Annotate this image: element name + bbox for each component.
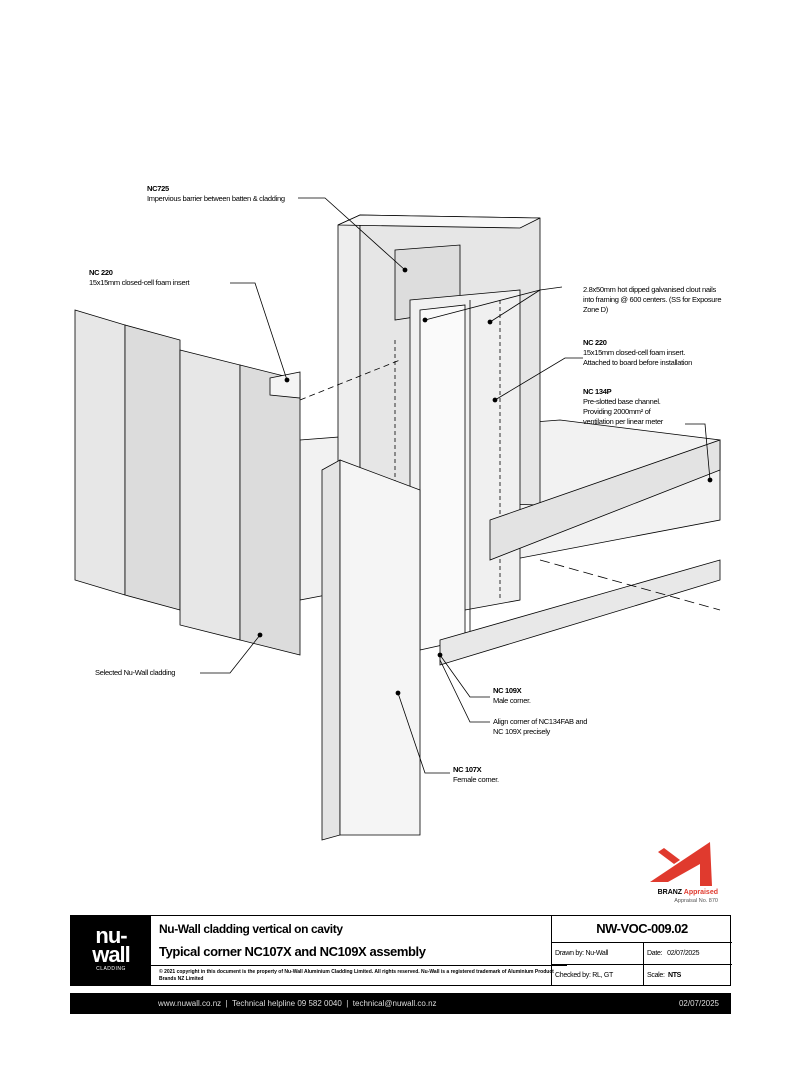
callout-align-corner: Align corner of NC134FAB and NC 109X pre…: [493, 717, 588, 736]
callout-cladding: Selected Nu-Wall cladding: [95, 668, 176, 677]
branz-mark-icon: [650, 842, 712, 886]
nu-wall-logo: nu-wall CLADDING: [71, 916, 151, 985]
branz-appraised-logo: BRANZ Appraised Appraisal No. 870: [640, 840, 730, 910]
date-field: Date: 02/07/2025: [647, 950, 700, 957]
drawing-number: NW-VOC-009.02: [552, 916, 732, 943]
callout-clout-nails: 2.8x50mm hot dipped galvanised clout nai…: [583, 285, 722, 314]
title-block: nu-wall CLADDING Nu-Wall cladding vertic…: [70, 915, 732, 986]
drawing-subtitle: Typical corner NC107X and NC109X assembl…: [159, 944, 426, 959]
copyright-notice: © 2021 copyright in this document is the…: [151, 965, 567, 986]
isometric-corner-drawing: [74, 197, 721, 841]
footer-date: 02/07/2025: [678, 999, 719, 1008]
checked-by: Checked by: RL, GT: [552, 965, 644, 986]
scale-field: Scale: NTS: [647, 972, 682, 979]
drawn-by: Drawn by: Nu-Wall: [552, 943, 644, 964]
contact-info: www.nuwall.co.nz | Technical helpline 09…: [158, 999, 437, 1008]
footer-bar: www.nuwall.co.nz | Technical helpline 09…: [70, 993, 731, 1014]
drawing-title: Nu-Wall cladding vertical on cavity: [159, 922, 343, 936]
